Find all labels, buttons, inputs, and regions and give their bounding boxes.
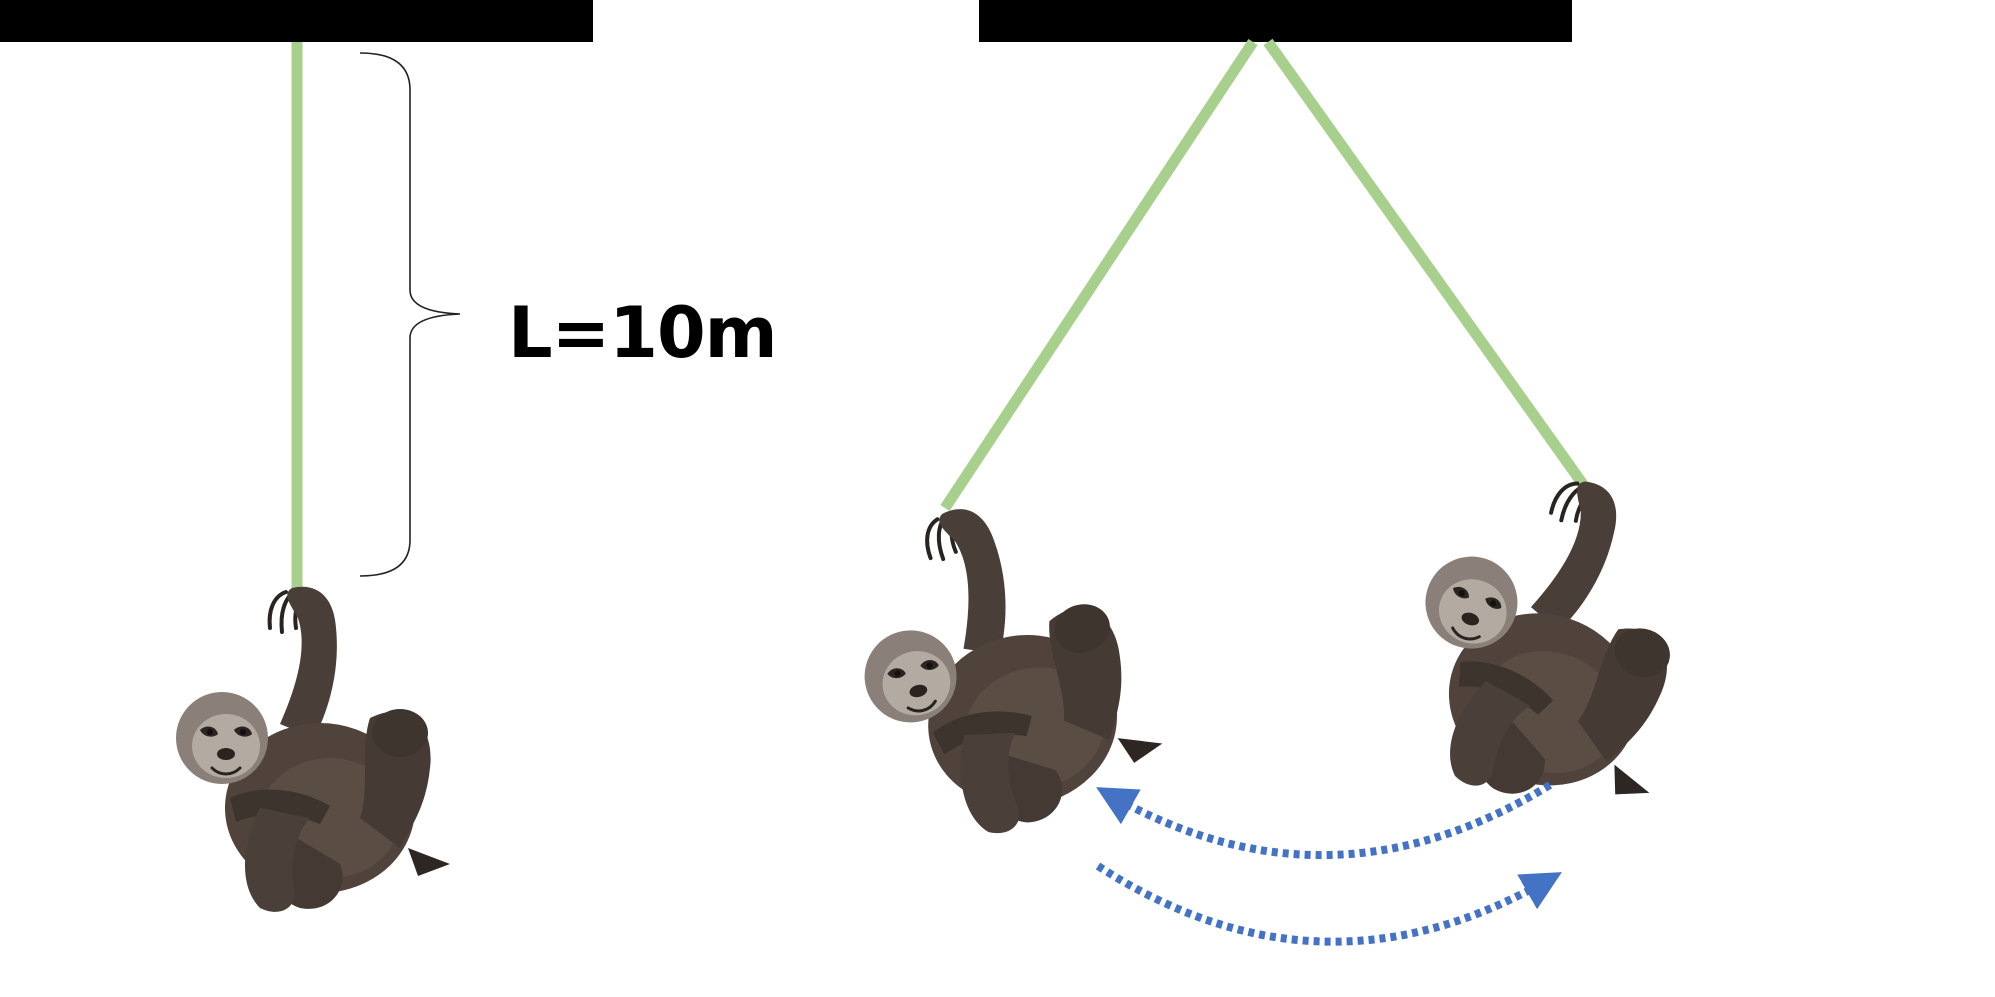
right-rope-right-swing: [1263, 38, 1592, 494]
swing-arrow-left: [1096, 781, 1553, 860]
right-sloth-figure: [1371, 442, 1738, 841]
right-support-bar: [979, 0, 1572, 42]
length-brace: [359, 52, 461, 577]
swing-arrow-right: [1095, 862, 1562, 946]
right-rope-left-swing: [940, 38, 1258, 512]
left-sloth-figure: [174, 584, 452, 914]
left-support-bar: [0, 0, 593, 42]
length-label: L=10m: [508, 292, 778, 374]
